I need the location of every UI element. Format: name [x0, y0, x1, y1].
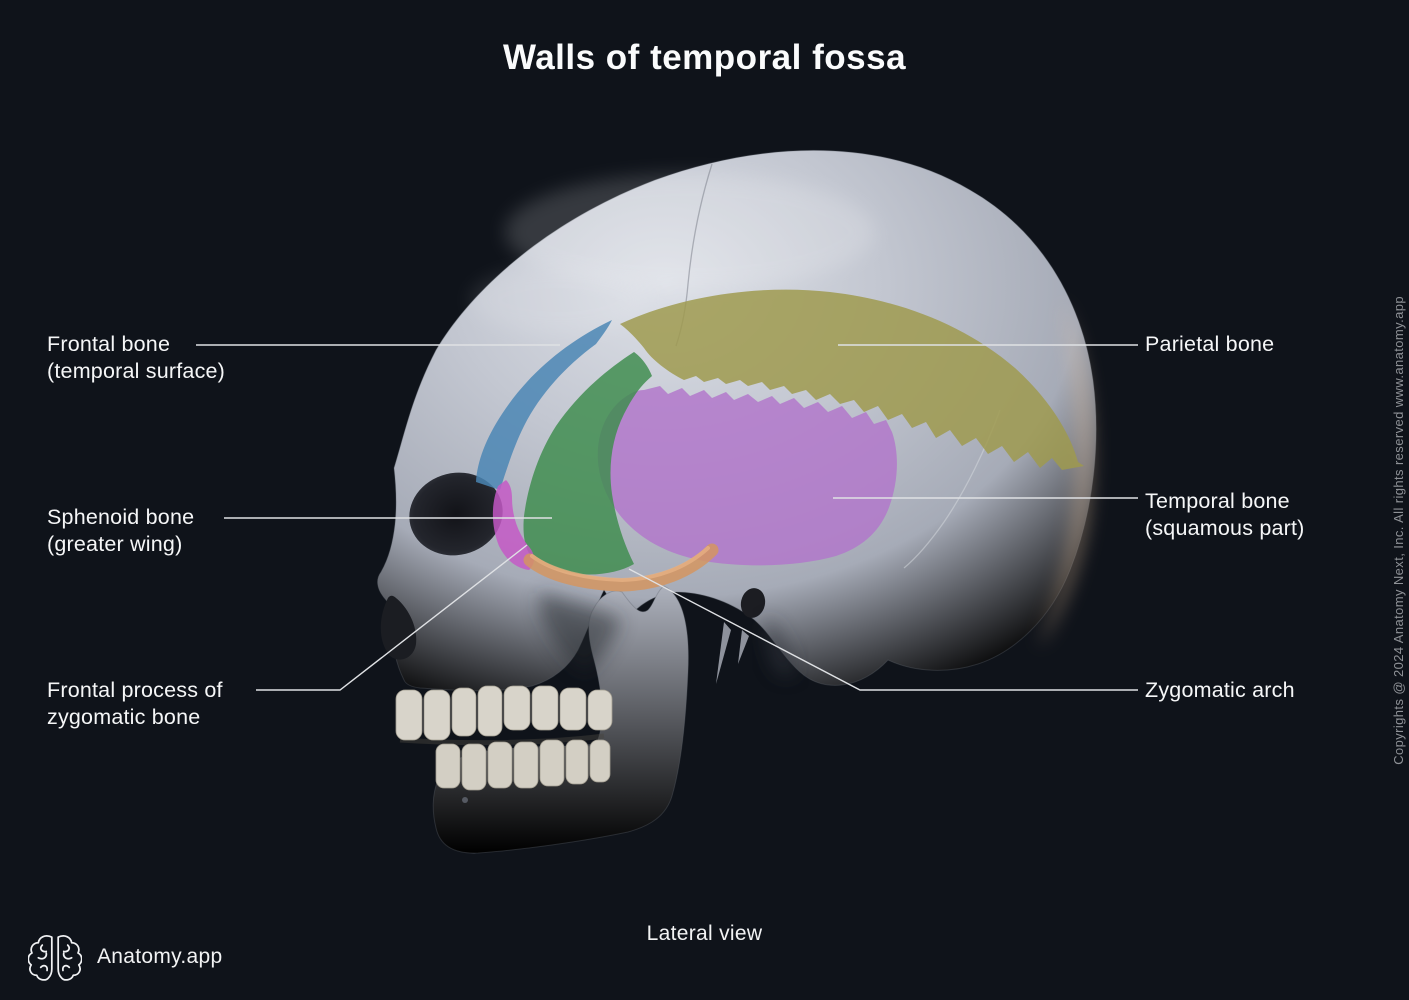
- region-zygomatic-arch: [523, 543, 719, 592]
- copyright-wrap: Copyrights @ 2024 Anatomy Next, Inc. All…: [1391, 0, 1406, 1000]
- label-line: zygomatic bone: [47, 705, 201, 729]
- label-frontal-bone: Frontal bone (temporal surface): [47, 331, 225, 385]
- copyright-text: Copyrights @ 2024 Anatomy Next, Inc. All…: [1391, 295, 1406, 765]
- label-line: Parietal bone: [1145, 332, 1275, 356]
- label-line: Zygomatic arch: [1145, 678, 1295, 702]
- rim-light: [1038, 298, 1093, 648]
- label-temporal-bone: Temporal bone (squamous part): [1145, 488, 1305, 542]
- brain-icon: [28, 935, 82, 981]
- brand-name: Anatomy.app: [97, 945, 223, 968]
- label-line: Frontal bone: [47, 332, 171, 356]
- spine-process: [738, 630, 749, 664]
- region-parietal-bone: [620, 289, 1084, 470]
- styloid-process: [716, 622, 731, 684]
- region-sphenoid-bone: [523, 352, 652, 575]
- leader-frontal-process: [256, 544, 528, 691]
- label-line: Frontal process of: [47, 678, 223, 702]
- label-line: (greater wing): [47, 532, 183, 556]
- label-line: (squamous part): [1145, 516, 1305, 540]
- label-parietal-bone: Parietal bone: [1145, 331, 1274, 358]
- zygomatic-arch-highlight: [530, 546, 710, 583]
- label-sphenoid-bone: Sphenoid bone (greater wing): [47, 504, 194, 558]
- lower-teeth: [435, 739, 611, 791]
- cranium-highlight-2: [470, 266, 650, 334]
- cranium-highlight: [505, 174, 875, 290]
- ear-canal: [740, 588, 766, 618]
- label-line: (temporal surface): [47, 359, 226, 383]
- label-line: Sphenoid bone: [47, 505, 195, 529]
- region-temporal-bone: [597, 386, 897, 566]
- upper-teeth: [395, 685, 613, 741]
- region-frontal-bone: [476, 320, 612, 490]
- leader-zygomatic-arch: [628, 568, 1138, 691]
- label-line: Temporal bone: [1145, 489, 1290, 513]
- mental-foramen: [462, 797, 468, 803]
- brand: Anatomy.app: [28, 928, 223, 986]
- bone-regions: [476, 289, 1084, 592]
- infratemporal-shadow: [540, 592, 622, 674]
- label-frontal-process: Frontal process of zygomatic bone: [47, 677, 223, 731]
- mastoid-shadow: [765, 618, 796, 677]
- eye-orbit: [409, 472, 503, 556]
- leader-lines: [196, 344, 1138, 691]
- page-title: Walls of temporal fossa: [502, 38, 907, 77]
- view-label: Lateral view: [646, 922, 763, 945]
- nasal-aperture: [380, 595, 417, 660]
- label-zygomatic-arch: Zygomatic arch: [1145, 677, 1295, 704]
